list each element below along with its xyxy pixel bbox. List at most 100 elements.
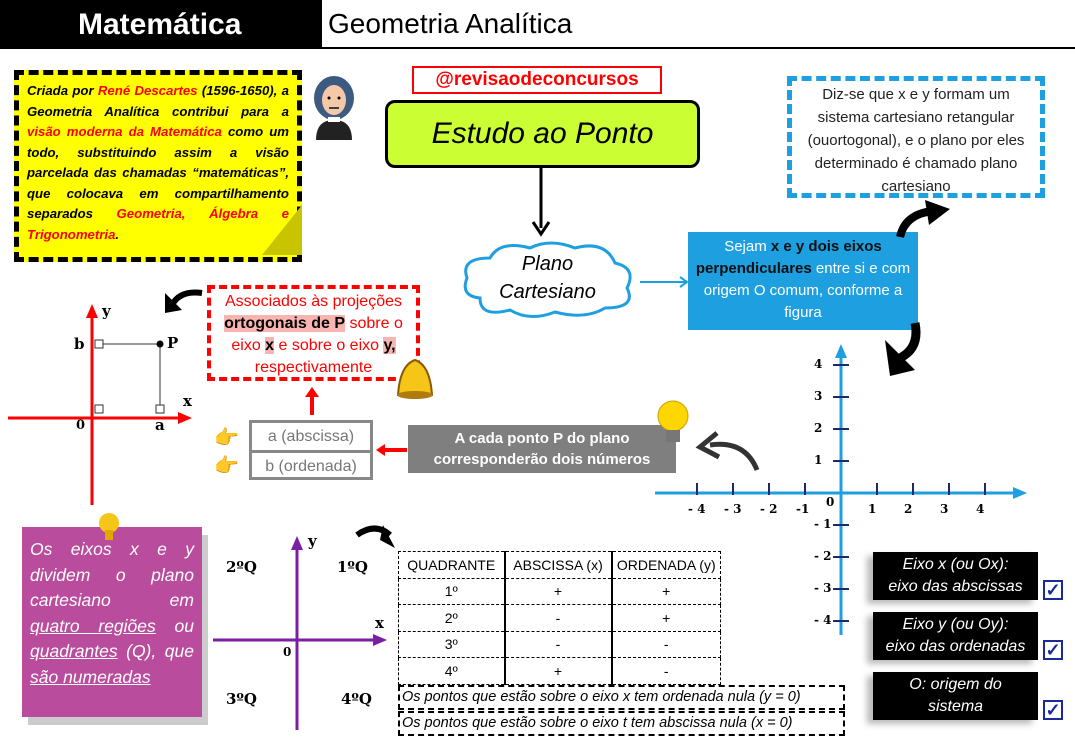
cell: + bbox=[610, 577, 721, 605]
column-header: QUADRANTE bbox=[398, 551, 505, 579]
x-tick-label: -1 bbox=[796, 502, 810, 516]
y-axis-arrow bbox=[86, 304, 98, 318]
y-tick-label: - 4 bbox=[814, 613, 832, 627]
origin-label: 0 bbox=[283, 645, 292, 659]
y-axis-definition: Eixo y (ou Oy):eixo das ordenadas bbox=[873, 612, 1038, 660]
axes-description: Sejam x e y dois eixos perpendiculares e… bbox=[688, 232, 918, 330]
quadrants-diagram bbox=[213, 536, 387, 730]
quadrant-3-label: 3ºQ bbox=[226, 690, 258, 708]
highlight: ortogonais de P bbox=[224, 315, 346, 332]
x-axis-arrow bbox=[1013, 487, 1027, 499]
b-label: b bbox=[74, 335, 85, 353]
text: (Q), que bbox=[117, 641, 194, 662]
right-angle-marker bbox=[155, 404, 165, 414]
cell: - bbox=[503, 630, 612, 658]
pointing-hand-icon: 👉 bbox=[214, 427, 239, 449]
text: respectivamente bbox=[254, 359, 373, 376]
curved-arrow-icon bbox=[355, 525, 395, 548]
y-label: y bbox=[102, 302, 111, 320]
x-axis-arrow bbox=[373, 634, 387, 646]
bell-icon bbox=[396, 358, 434, 399]
cloud-line: Cartesiano bbox=[499, 281, 596, 303]
point-projection-diagram bbox=[8, 304, 192, 505]
x-tick-label: - 2 bbox=[760, 502, 778, 516]
highlight: y, bbox=[383, 337, 396, 354]
title-banner: Estudo ao Ponto bbox=[385, 100, 700, 168]
ordinate-label: b (ordenada) bbox=[252, 450, 370, 477]
y-axis-arrow bbox=[835, 344, 847, 358]
x-tick-label: 3 bbox=[940, 502, 949, 516]
text: eixo das ordenadas bbox=[885, 638, 1026, 655]
text: Eixo x (ou Ox): bbox=[902, 556, 1009, 573]
brand-label: @revisaodeconcursos bbox=[412, 66, 662, 94]
cell: 2º bbox=[398, 604, 505, 632]
descartes-avatar-icon bbox=[314, 76, 354, 140]
quadrants-note: Os eixos x e y dividem o plano cartesian… bbox=[22, 527, 202, 717]
text: Associados às projeções bbox=[225, 293, 402, 310]
arrow-up-icon bbox=[305, 387, 319, 415]
x-axis-note: Os pontos que estão sobre o eixo x tem o… bbox=[398, 685, 845, 710]
quadrant-4-label: 4ºQ bbox=[341, 690, 373, 708]
text: entre si e com origem O comum, conforme … bbox=[703, 260, 911, 321]
text: sistema bbox=[927, 698, 984, 715]
x-tick-label: 2 bbox=[904, 502, 913, 516]
y-tick-label: - 1 bbox=[814, 517, 832, 531]
origin-label: 0 bbox=[826, 495, 835, 509]
cartesian-plane bbox=[655, 344, 1027, 635]
table-row: 4º+- bbox=[398, 657, 721, 685]
text: sobre o eixo bbox=[231, 315, 403, 354]
arrow-down-icon bbox=[531, 168, 551, 237]
intro-text: (1596-1650), a Geometria Analítica contr… bbox=[27, 83, 289, 119]
x-axis-arrow bbox=[178, 412, 192, 424]
y-tick-label: 2 bbox=[814, 421, 823, 435]
intro-highlight: visão moderna da Matemática bbox=[27, 124, 222, 139]
header-divider bbox=[0, 47, 1075, 49]
table-row: 1º++ bbox=[398, 577, 721, 605]
cell: 1º bbox=[398, 577, 505, 605]
text: O: origem do bbox=[909, 676, 1002, 693]
cloud-shape bbox=[463, 241, 632, 318]
bold-text: x e y dois eixos perpendiculares bbox=[695, 238, 882, 277]
y-tick-label: - 3 bbox=[814, 581, 832, 595]
quadrant-2-label: 2ºQ bbox=[226, 558, 258, 576]
underlined: são numeradas bbox=[30, 666, 151, 687]
point-p bbox=[156, 340, 164, 348]
checkbox-icon: ✓ bbox=[1043, 580, 1063, 600]
right-angle-marker bbox=[94, 404, 104, 414]
right-angle-marker bbox=[94, 339, 104, 349]
cell: 4º bbox=[398, 657, 505, 685]
topic-title: Geometria Analítica bbox=[328, 8, 573, 39]
y-tick-label: 1 bbox=[814, 453, 823, 467]
highlight: x bbox=[265, 337, 275, 354]
arrow-left-icon bbox=[376, 444, 407, 456]
y-tick-label: 3 bbox=[814, 389, 823, 403]
text: eixo das abscissas bbox=[888, 578, 1023, 595]
y-axis-note: Os pontos que estão sobre o eixo t tem a… bbox=[398, 711, 845, 736]
cell: + bbox=[503, 577, 612, 605]
page-fold bbox=[262, 205, 302, 255]
subject-title: Matemática bbox=[0, 0, 322, 48]
text: e sobre o eixo bbox=[274, 337, 384, 354]
cell: + bbox=[503, 657, 612, 685]
column-header: ABSCISSA (x) bbox=[503, 551, 612, 579]
x-tick-label: - 4 bbox=[688, 502, 706, 516]
definition-box: Diz-se que x e y formam um sistema carte… bbox=[787, 76, 1045, 198]
table-row: 3º-- bbox=[398, 630, 721, 658]
checkbox-icon: ✓ bbox=[1043, 640, 1063, 660]
text: Os eixos x e y dividem o plano cartesian… bbox=[30, 539, 194, 611]
x-tick-label: - 3 bbox=[724, 502, 742, 516]
intro-highlight: Geometria, Álgebra e Trigonometria bbox=[27, 206, 290, 242]
x-axis-definition: Eixo x (ou Ox): eixo das abscissas bbox=[873, 552, 1038, 600]
column-header: ORDENADA (y) bbox=[610, 551, 721, 579]
origin-definition: O: origem do sistema bbox=[873, 672, 1038, 720]
intro-text: . bbox=[115, 226, 120, 242]
abscissa-label: a (abscissa) bbox=[267, 428, 355, 445]
cell: - bbox=[610, 630, 721, 658]
arrow-right-icon bbox=[640, 276, 689, 288]
curved-arrow-icon bbox=[165, 289, 203, 313]
checkbox-icon: ✓ bbox=[1043, 700, 1063, 720]
underlined: quatro regiões bbox=[30, 615, 156, 636]
